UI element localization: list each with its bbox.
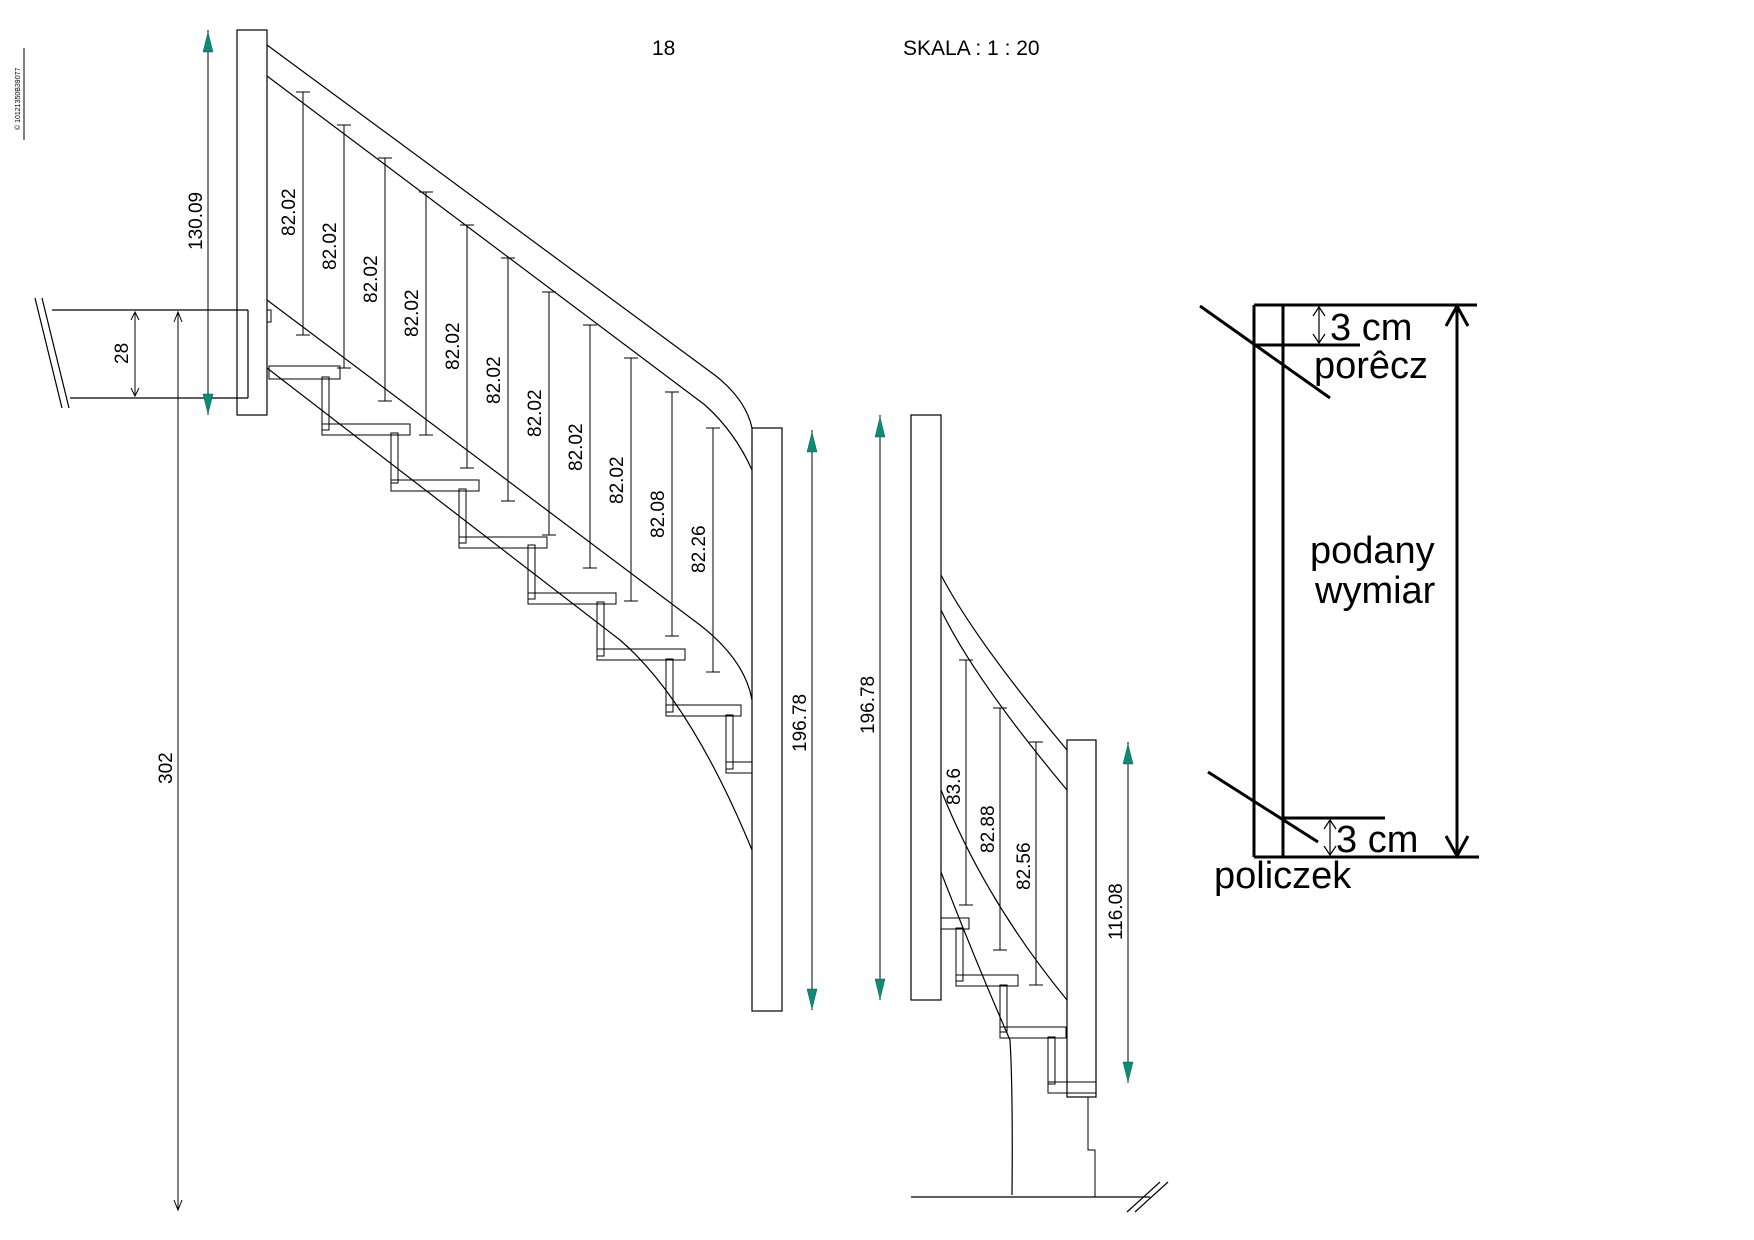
middle-label-1: podany [1310, 530, 1435, 572]
top-offset-label: 3 cm [1330, 307, 1412, 349]
dimension-label: 196.78 [790, 694, 811, 752]
flight-1: 82.02 82.02 82.02 82.02 82.02 82.02 82.0… [34, 29, 818, 1212]
page-number: 18 [652, 37, 675, 60]
steps-1 [268, 365, 753, 774]
dimension-label: 196.78 [858, 676, 879, 734]
baluster-label: 82.02 [525, 389, 546, 437]
flight2-end-post [1066, 739, 1097, 1098]
baluster-label: 82.02 [484, 356, 505, 404]
baluster-label: 82.02 [566, 423, 587, 471]
stringer-label: policzek [1214, 855, 1352, 897]
dimension-label: 116.08 [1106, 883, 1127, 940]
baluster-labels-1: 82.02 82.02 82.02 82.02 82.02 82.02 82.0… [279, 188, 710, 573]
flight1-bottom-post [751, 427, 783, 1012]
steps-2 [940, 917, 1097, 1094]
handrail-1 [266, 44, 753, 429]
dimension-flight2-post: 196.78 [858, 415, 886, 1000]
dimension-flight1-post: 196.78 [790, 430, 818, 1010]
middle-label-2: wymiar [1314, 570, 1436, 612]
baluster-label: 82.56 [1014, 842, 1035, 890]
stringer-1 [266, 299, 753, 701]
dimension-landing: 28 [112, 310, 140, 398]
baluster-label: 83.6 [944, 768, 965, 805]
handrail-label: porêcz [1314, 345, 1428, 387]
scale-label: SKALA : 1 : 20 [903, 37, 1040, 60]
flight2-start-post [910, 414, 942, 1001]
baluster-label: 82.88 [978, 805, 999, 853]
top-newel-post [236, 29, 268, 416]
baluster-label: 82.02 [443, 322, 464, 370]
dimension-label: 28 [112, 343, 133, 364]
dimension-top-post: 130.09 [186, 30, 214, 415]
baluster-label: 82.08 [648, 490, 669, 538]
bottom-offset-label: 3 cm [1336, 819, 1418, 861]
baluster-label: 82.02 [361, 255, 382, 303]
dimension-flight2-end-post: 116.08 [1106, 742, 1134, 1083]
baluster-label: 82.02 [607, 456, 628, 504]
baluster-label: 82.02 [320, 222, 341, 270]
dimension-label: 130.09 [186, 192, 207, 250]
balusters-1 [296, 91, 720, 673]
baluster-label: 82.02 [402, 289, 423, 337]
handrail-2 [940, 574, 1068, 751]
dimension-label: 302 [156, 752, 177, 784]
measurement-detail: 3 cm porêcz podany wymiar 3 cm policzek [1199, 302, 1479, 897]
baluster-label: 82.02 [279, 188, 300, 236]
baluster-labels-2: 83.6 82.88 82.56 [944, 768, 1035, 890]
baluster-label: 82.26 [689, 525, 710, 573]
flight-2: 83.6 82.88 82.56 196.78 116.08 [858, 414, 1169, 1213]
stringer-2 [940, 789, 1068, 1001]
dimension-total: 302 [156, 310, 183, 1212]
copyright-note: © 10121350B39077 [14, 68, 22, 130]
balusters-2 [959, 659, 1043, 986]
